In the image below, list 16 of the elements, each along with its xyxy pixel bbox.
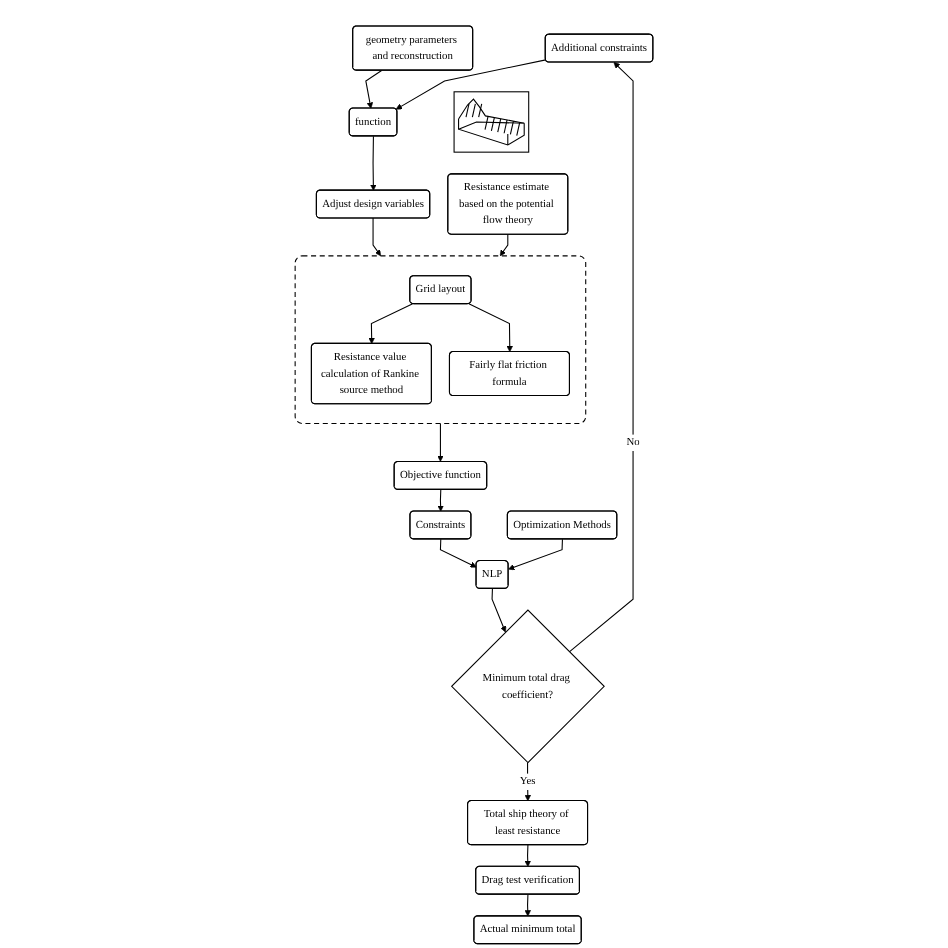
arrow xyxy=(524,844,531,867)
arrow xyxy=(370,135,377,191)
arrow xyxy=(524,893,531,917)
arrow xyxy=(491,588,507,633)
cluster xyxy=(294,255,587,425)
arrow xyxy=(365,69,383,109)
arrow xyxy=(437,423,444,462)
arrow xyxy=(437,489,444,512)
arrow xyxy=(372,217,382,257)
arrow xyxy=(368,303,414,344)
arrow xyxy=(499,233,509,257)
arrow xyxy=(568,62,634,653)
arrow xyxy=(468,303,513,353)
arrow xyxy=(395,59,547,110)
arrow xyxy=(508,538,563,571)
arrow xyxy=(439,538,477,568)
